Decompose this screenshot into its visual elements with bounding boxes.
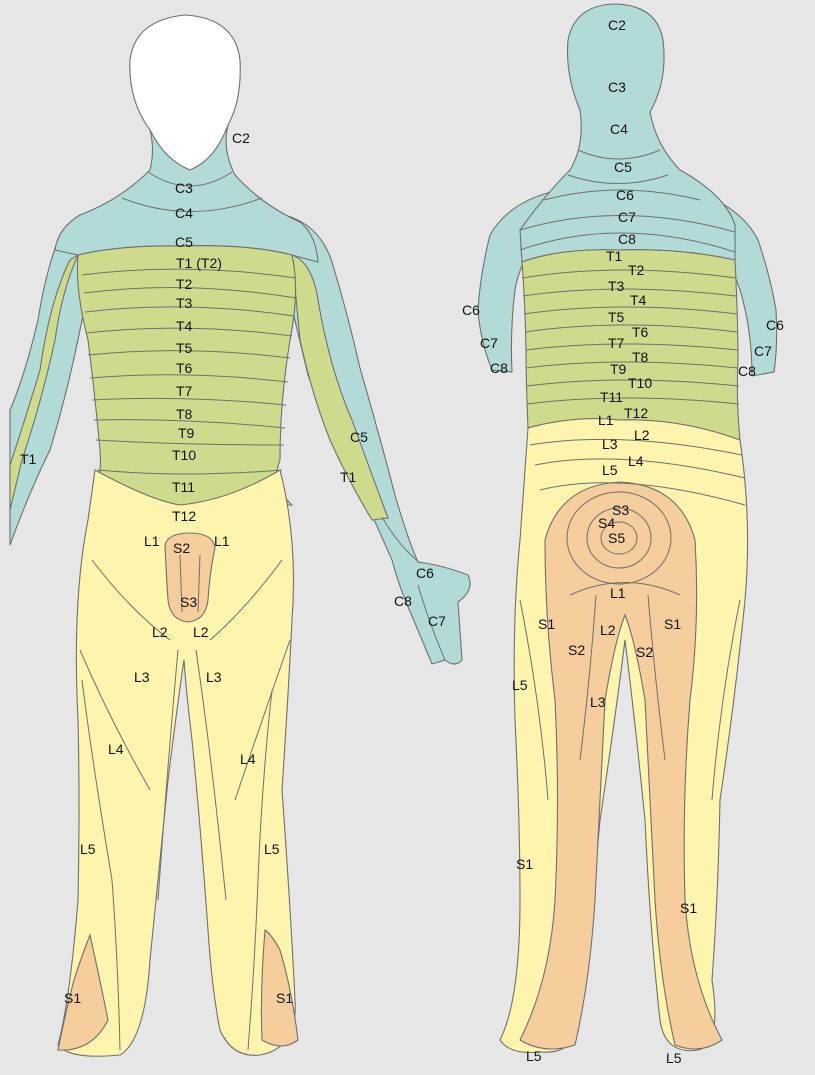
label-back-l1: L1: [598, 412, 614, 428]
label-front-c3: C3: [175, 180, 193, 196]
label-front-t1-t2: T1 (T2): [176, 255, 222, 271]
label-front-l5-left: L5: [80, 841, 96, 857]
label-back-c6-left-arm: C6: [462, 302, 480, 318]
label-back-t7: T7: [608, 335, 625, 351]
label-back-c3: C3: [608, 79, 626, 95]
label-front-l3-left: L3: [134, 669, 150, 685]
label-front-t11: T11: [172, 479, 195, 495]
label-back-s1-right-calf: S1: [680, 900, 697, 916]
label-back-c7-left-arm: C7: [480, 335, 498, 351]
label-back-l2: L2: [634, 427, 650, 443]
label-back-t6: T6: [632, 324, 649, 340]
label-front-c7-hand: C7: [428, 613, 446, 629]
label-back-l3-thigh: L3: [590, 694, 606, 710]
label-back-l3: L3: [602, 436, 618, 452]
label-front-l4-left: L4: [108, 741, 124, 757]
label-front-l4-right: L4: [240, 751, 256, 767]
label-front-t6: T6: [176, 360, 193, 376]
label-front-c2: C2: [232, 130, 250, 146]
label-front-t1-right-arm: T1: [340, 469, 357, 485]
label-back-c5: C5: [614, 159, 632, 175]
label-front-t9: T9: [178, 425, 195, 441]
label-front-t8: T8: [176, 406, 193, 422]
label-back-t8: T8: [632, 349, 649, 365]
label-back-l2-thigh: L2: [600, 622, 616, 638]
label-front-c5-right-arm: C5: [350, 429, 368, 445]
label-front-t4: T4: [176, 318, 193, 334]
label-front-c5: C5: [175, 234, 193, 250]
label-front-l5-right: L5: [264, 841, 280, 857]
label-back-t5: T5: [608, 309, 625, 325]
label-back-c6: C6: [616, 187, 634, 203]
label-back-s5: S5: [608, 530, 625, 546]
label-back-s1-left-calf: S1: [516, 856, 533, 872]
label-front-c4: C4: [175, 205, 193, 221]
label-front-s3: S3: [180, 594, 197, 610]
label-front-t1-left-arm: T1: [20, 451, 37, 467]
label-back-c8-right-arm: C8: [738, 363, 756, 379]
label-front-s2: S2: [173, 540, 190, 556]
label-front-t7: T7: [176, 383, 193, 399]
label-back-t9: T9: [610, 361, 627, 377]
label-back-s2-right: S2: [636, 644, 653, 660]
label-front-t10: T10: [172, 447, 196, 463]
label-front-l2-left: L2: [152, 624, 168, 640]
label-back-s2-left: S2: [568, 642, 585, 658]
label-back-l4: L4: [628, 453, 644, 469]
label-back-t10: T10: [628, 375, 652, 391]
label-back-t11: T11: [600, 389, 623, 405]
label-front-c8-hand: C8: [394, 593, 412, 609]
label-back-t4: T4: [630, 292, 647, 308]
label-front-t12: T12: [172, 508, 196, 524]
label-back-s1-left: S1: [538, 616, 555, 632]
label-front-l3-right: L3: [206, 669, 222, 685]
label-front-l1-right: L1: [214, 533, 230, 549]
label-back-c2: C2: [608, 17, 626, 33]
label-front-s1-right: S1: [276, 990, 293, 1006]
label-back-c8: C8: [618, 231, 636, 247]
label-back-l5: L5: [602, 462, 618, 478]
label-front-t5: T5: [176, 340, 193, 356]
label-back-l1-buttock: L1: [610, 585, 626, 601]
label-back-l5-thigh: L5: [512, 677, 528, 693]
label-back-t3: T3: [608, 278, 625, 294]
label-front-c6-hand: C6: [416, 565, 434, 581]
label-back-c7: C7: [618, 209, 636, 225]
label-back-s1-right: S1: [664, 616, 681, 632]
label-front-l1-left: L1: [144, 533, 160, 549]
label-front-t2: T2: [176, 276, 193, 292]
label-back-l5-left-foot: L5: [526, 1048, 542, 1064]
label-back-t12: T12: [624, 405, 648, 421]
front-body-view: [10, 15, 470, 1056]
label-back-c8-left-arm: C8: [490, 360, 508, 376]
label-back-c6-right-arm: C6: [766, 317, 784, 333]
label-front-t3: T3: [176, 295, 193, 311]
label-back-s4: S4: [598, 515, 615, 531]
label-back-c4: C4: [610, 121, 628, 137]
label-back-t1: T1: [606, 248, 623, 264]
label-back-t2: T2: [628, 262, 645, 278]
label-front-l2-right: L2: [193, 624, 209, 640]
label-front-s1-left: S1: [64, 990, 81, 1006]
label-back-l5-right-foot: L5: [666, 1050, 682, 1066]
label-back-c7-right-arm: C7: [754, 343, 772, 359]
